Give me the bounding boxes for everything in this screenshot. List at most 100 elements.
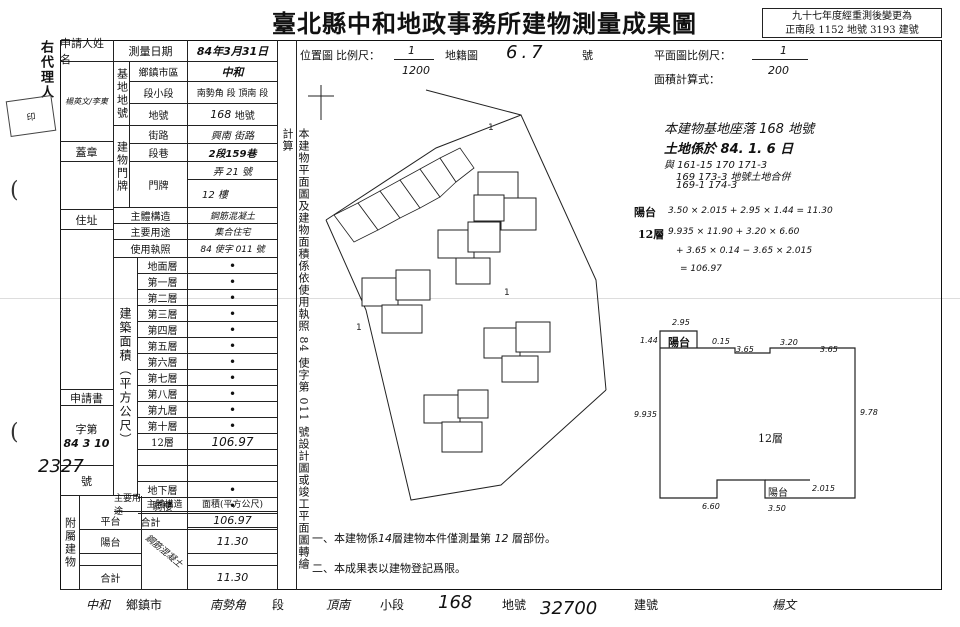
- request-char-box: 字第 84 3 10: [60, 406, 114, 466]
- dim-bottom-left: 6.60: [702, 502, 720, 511]
- att-blank-value: [188, 554, 278, 566]
- floor-value: •: [188, 386, 278, 402]
- att-use-header: 主要用途: [114, 494, 142, 517]
- att-struct-header: 主體構造: [142, 496, 188, 512]
- floor-label: 第八層: [138, 386, 188, 402]
- township-label-text: 鄉鎮市區: [138, 68, 179, 79]
- char-value: 84 3 10: [63, 437, 110, 450]
- map-scale-den: 1200: [402, 64, 430, 77]
- att-balcony-value-text: 11.30: [216, 535, 249, 548]
- usage-value-text: 集合住宅: [214, 228, 251, 238]
- structure-value-text: 鋼筋混凝土: [209, 212, 255, 222]
- dim-span2: 3.20: [780, 338, 798, 347]
- dim-notch: 0.15: [712, 337, 730, 346]
- plan-scale-den: 200: [768, 64, 789, 77]
- sheet-suffix: 號: [582, 49, 593, 62]
- door-label-text: 建物門牌: [115, 140, 129, 193]
- dim-right: 9.78: [860, 408, 878, 417]
- number-label: 號: [60, 466, 114, 496]
- floor-label: 第二層: [138, 290, 188, 306]
- dim-balcony-depth-bottom: 2.015: [812, 484, 835, 493]
- att-struct-handwriting: 鋼筋混凝土: [143, 533, 184, 570]
- floor-label: 地下層: [138, 482, 188, 498]
- building-blocks: [361, 171, 551, 453]
- survey-date-value: 84年3月31日: [188, 40, 278, 62]
- att-total-value: 11.30: [188, 566, 278, 590]
- lot-value: 168 地號: [188, 104, 278, 126]
- segment-label-text: 段巷: [148, 149, 169, 160]
- dim-left: 9.935: [634, 410, 657, 419]
- att-platform-value: [188, 512, 278, 530]
- map-scale-line: [394, 59, 434, 60]
- request-label: 申請書: [60, 390, 114, 406]
- floor-value: •: [188, 482, 278, 498]
- binding-mark: (: [10, 178, 19, 203]
- floor-value: •: [188, 306, 278, 322]
- survey-date-label-text: 測量日期: [128, 44, 173, 58]
- alley-value: 弄 21 號: [188, 162, 278, 180]
- floor-label: 第三層: [138, 306, 188, 322]
- floor-label: 第一層: [138, 274, 188, 290]
- address-label: 住址: [60, 210, 114, 230]
- floor-label: [138, 466, 188, 482]
- plan-scale-line: [752, 59, 808, 60]
- left-form: 申請人姓名 楊英文/李東 蓋章 住址 申請書 字第 84 3 10 號 附屬建物…: [60, 37, 278, 590]
- scan-line: [0, 298, 960, 299]
- street-value-text: 興南 街路: [210, 131, 255, 142]
- note-1-floor: 12: [494, 532, 509, 545]
- floor-label: 12層: [138, 434, 188, 450]
- floor-label: 第六層: [138, 354, 188, 370]
- segment-value-text: 2段159巷: [208, 149, 257, 160]
- footer-section: 南勢角: [210, 598, 247, 612]
- applicant-value: 楊英文/李東: [60, 62, 114, 142]
- township-label: 鄉鎮市區: [130, 62, 188, 82]
- attached-label-text: 附屬建物: [63, 516, 77, 569]
- calc-floor-formula3: = 106.97: [680, 264, 722, 274]
- floor-label: 第七層: [138, 370, 188, 386]
- note-1: 一、本建物係14層建物本件僅測量第 12 層部份。: [312, 530, 556, 546]
- calc-line4: 169 173-3 地號土地合併: [676, 172, 791, 183]
- calc-line3: 與 161-15 170 171-3: [664, 160, 768, 171]
- floor-value: •: [188, 418, 278, 434]
- change-note-line1: 九十七年度經重測後變更為: [792, 11, 912, 22]
- survey-date-label: 測量日期: [114, 40, 188, 62]
- dim-balcony-depth: 1.44: [640, 336, 658, 345]
- address-box: [60, 230, 114, 390]
- floor-value: •: [188, 322, 278, 338]
- parcel-boundary-lower: [325, 219, 607, 501]
- change-note-box: 九十七年度經重測後變更為 正南段 1152 地號 3193 建號: [762, 8, 942, 38]
- floor-note: 12 樓: [188, 180, 278, 208]
- floor-label: 第十層: [138, 418, 188, 434]
- att-platform-text: 平台: [100, 517, 121, 528]
- applicant-label: 申請人姓名: [60, 37, 114, 66]
- plan-balcony-bottom-label: 陽台: [768, 488, 788, 499]
- parcel-boundary: [325, 114, 607, 391]
- att-struct-header-text: 主體構造: [146, 500, 183, 510]
- change-note-line2: 正南段 1152 地號 3193 建號: [785, 25, 919, 36]
- dim-bottom-balcony: 3.50: [768, 504, 786, 513]
- floor-value: [188, 466, 278, 482]
- footer-subsection-label: 小段: [380, 598, 405, 612]
- floor-label: [138, 450, 188, 466]
- applicant-label-text: 申請人姓名: [60, 36, 104, 66]
- map-scale-num: 1: [408, 44, 415, 57]
- street-label: 街路: [130, 126, 188, 144]
- license-value: 84 使字 011 號: [188, 240, 278, 258]
- lot-label-text: 地號: [148, 111, 169, 122]
- address-text: 住址: [75, 213, 98, 227]
- floor-value: 106.97: [188, 434, 278, 450]
- floor-value: •: [188, 258, 278, 274]
- usage-label-text: 主要用途: [130, 228, 171, 239]
- footer-build-label: 建號: [634, 598, 659, 612]
- base-label: 基地地號: [114, 62, 130, 126]
- char-no-text: 字第: [75, 423, 98, 436]
- door-label: 建物門牌: [114, 126, 130, 208]
- floor-value: •: [188, 402, 278, 418]
- footer-township: 中和: [86, 598, 111, 612]
- floor-note-text: 12 樓: [202, 190, 228, 201]
- att-platform-label: 平台: [80, 512, 142, 530]
- lot-strips: [333, 147, 475, 243]
- svg-text:1: 1: [356, 323, 362, 333]
- structure-label: 主體構造: [114, 208, 188, 224]
- area-label-text: 建築面積（平方公尺）: [118, 306, 132, 447]
